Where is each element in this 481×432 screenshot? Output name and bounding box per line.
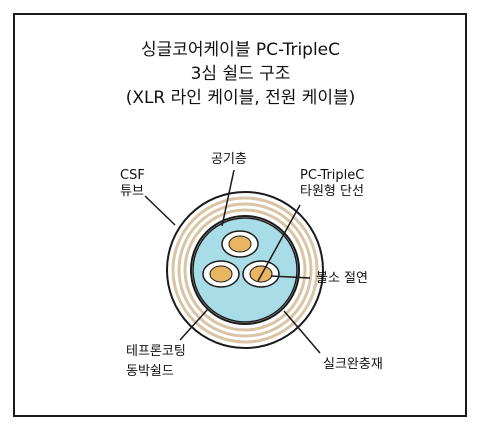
conductor-right <box>242 260 280 288</box>
leader-csf-tube <box>144 195 176 226</box>
conductor-top <box>221 230 259 258</box>
leader-conductor <box>257 204 301 282</box>
label-conductor-2: 타원형 단선 <box>300 184 364 199</box>
label-air-layer: 공기층 <box>211 152 247 167</box>
diagram-frame <box>13 13 467 417</box>
title-line-3: (XLR 라인 케이블, 전원 케이블) <box>125 88 356 108</box>
silk-filler-ring-2 <box>177 202 313 338</box>
label-csf-1: CSF <box>120 168 145 183</box>
leader-copper-shield <box>179 308 209 341</box>
leader-insulation <box>270 275 311 279</box>
label-silk-filler: 실크완충재 <box>323 357 383 372</box>
label-conductor-1: PC-TripleC <box>300 168 365 183</box>
label-insulation: 불소 절연 <box>316 271 368 286</box>
leader-silk-filler <box>283 310 321 354</box>
silk-filler-ring-3 <box>183 208 307 332</box>
conductor-left <box>202 260 240 288</box>
silk-filler-ring-1 <box>171 196 319 344</box>
label-csf-2: 튜브 <box>120 184 144 199</box>
title-line-2: 3심 쉴드 구조 <box>190 64 291 84</box>
leader-air-layer <box>221 169 235 227</box>
label-shield-1: 테프론코팅 <box>126 344 186 359</box>
label-shield-2: 동박쉴드 <box>126 364 174 379</box>
title-line-1: 싱글코어케이블 PC-TripleC <box>140 40 341 60</box>
